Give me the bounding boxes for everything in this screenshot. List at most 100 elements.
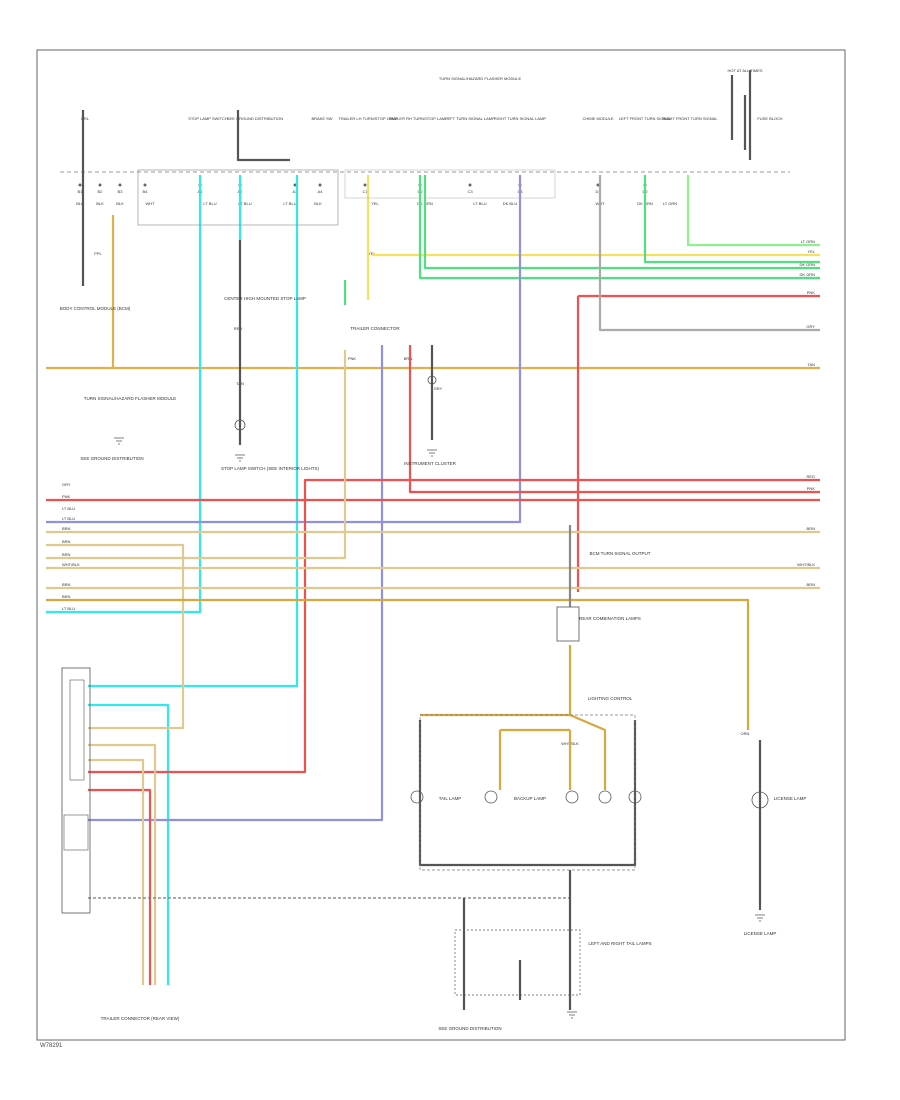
- left-edge-code: GRY: [62, 482, 71, 487]
- connector-pin: [98, 183, 102, 187]
- tail-lamp-bulb-3: [565, 790, 579, 804]
- wire-code: BLK: [76, 201, 84, 206]
- wire-code: PNK: [348, 356, 357, 361]
- left-edge-code: PNK: [62, 494, 71, 499]
- mid-component-label: REAR COMBINATION LAMPS: [579, 616, 641, 621]
- connector-pin: [318, 183, 322, 187]
- left-edge-code: BRN: [62, 594, 71, 599]
- left-edge-code: BRN: [62, 526, 71, 531]
- wire-code: GRY: [434, 386, 443, 391]
- ground-symbol-1: [114, 437, 124, 445]
- wire-code: LT BLU: [238, 201, 251, 206]
- wire-tan-2: [46, 543, 185, 730]
- wire-red-2: [408, 345, 820, 494]
- right-edge-code: YEL: [807, 249, 815, 254]
- left-edge-code: BRN: [62, 539, 71, 544]
- wire-cyan-1: [46, 175, 202, 614]
- top-connector-bracket: [137, 169, 339, 226]
- top-label: BRAKE SW: [311, 116, 332, 121]
- diagram-frame: [36, 49, 846, 1041]
- ground-symbol-5: [755, 914, 765, 922]
- mid-component-label: LICENSE LAMP: [774, 796, 807, 801]
- wire-ochre-3: [420, 713, 572, 790]
- left-connector-inner-2: [63, 814, 89, 851]
- lamp-group-box: [419, 714, 636, 871]
- wire-green-4: [643, 175, 820, 264]
- right-edge-code: RED: [807, 474, 816, 479]
- right-edge-code: GRY: [806, 324, 815, 329]
- wire-blue-1: [46, 175, 522, 524]
- connector-pin-label: C1: [362, 189, 368, 194]
- left-edge-code: LT BLU: [62, 506, 75, 511]
- frame-title: TURN SIGNAL/HAZARD FLASHER MODULE: [439, 76, 522, 81]
- right-edge-code: WHT/BLK: [797, 562, 815, 567]
- connector-pin-label: B4: [143, 189, 149, 194]
- mid-component-label: BCM TURN SIGNAL OUTPUT: [589, 551, 650, 556]
- left-edge-code: BRN: [62, 582, 71, 587]
- wire-black-6: [418, 720, 637, 867]
- connector-pin-label: A3: [293, 189, 299, 194]
- right-edge-code: TAN: [807, 362, 815, 367]
- wire-black-8: [730, 70, 752, 160]
- connector-pin-label: B3: [118, 189, 124, 194]
- wire-code: LT BLU: [203, 201, 216, 206]
- tail-lamp-bulb-5: [628, 790, 642, 804]
- top-label: DRL: [81, 116, 90, 121]
- left-edge-code: BRN: [62, 552, 71, 557]
- connector-pin: [78, 183, 82, 187]
- right-edge-code: BRN: [807, 526, 816, 531]
- wire-code: YEL: [371, 201, 379, 206]
- left-edge-code: LT BLU: [62, 606, 75, 611]
- right-edge-wire-codes: LT GRN YEL DK GRN DK GRN PNK GRY TAN RED PNK BRN W…: [797, 239, 816, 587]
- right-edge-code: BRN: [807, 582, 816, 587]
- connector-pin-label: B1: [78, 189, 84, 194]
- top-label: TRAILER RH TURN/STOP LAMP: [388, 116, 448, 121]
- ground-module-box: [454, 929, 581, 996]
- right-edge-code: DK GRN: [799, 262, 815, 267]
- right-edge-code: LT GRN: [801, 239, 815, 244]
- top-label: LEFT TURN SIGNAL LAMP: [445, 116, 495, 121]
- wire-code: YEL: [368, 251, 376, 256]
- wire-code: LT BLU: [473, 201, 486, 206]
- connector-pin: [293, 183, 297, 187]
- connector-pin-label: A4: [318, 189, 324, 194]
- wire-code: LT GRN: [663, 201, 677, 206]
- left-component-label: TURN SIGNAL/HAZARD FLASHER MODULE: [84, 396, 177, 401]
- wire-code: DK BLU: [503, 201, 518, 206]
- wire-green-3: [686, 175, 820, 247]
- diagram-id: W78291: [40, 1043, 63, 1049]
- left-component-label: SEE GROUND DISTRIBUTION: [80, 456, 143, 461]
- wire-code: BLK: [116, 201, 124, 206]
- top-label: TRAILER LH TURN/STOP LAMP: [338, 116, 397, 121]
- wire-code: PPL: [94, 251, 102, 256]
- wire-code: BLK: [96, 201, 104, 206]
- top-label: CHIME MODULE: [582, 116, 613, 121]
- wire-code: WHT: [145, 201, 155, 206]
- ground-symbol-3: [427, 449, 437, 457]
- fuse-module-box: [556, 606, 580, 642]
- right-edge-code: DK GRN: [799, 272, 815, 277]
- brake-switch-symbol: [427, 375, 437, 385]
- right-edge-code: PNK: [807, 290, 816, 295]
- mid-component-label: LIGHTING CONTROL: [588, 696, 633, 701]
- wire-green-1: [418, 175, 820, 280]
- center-component-label: INSTRUMENT CLUSTER: [404, 461, 456, 466]
- stop-switch-symbol: [234, 419, 246, 431]
- right-edge-code: PNK: [807, 486, 816, 491]
- component-labels: BODY CONTROL MODULE (BCM)TURN SIGNAL/HAZ…: [60, 296, 807, 1031]
- center-component-label: CENTER HIGH MOUNTED STOP LAMP: [224, 296, 306, 301]
- bottom-label: LICENSE LAMP: [744, 931, 777, 936]
- wire-cyan-4: [88, 703, 170, 985]
- connector-pin: [363, 183, 367, 187]
- connector-pin: [143, 183, 147, 187]
- wire-green-2: [423, 175, 820, 270]
- wire-ochre-4: [569, 713, 607, 790]
- left-connector-block: [61, 667, 91, 914]
- top-right-note: HOT AT ALL TIMES: [727, 68, 762, 73]
- wire-code: BLK: [314, 201, 322, 206]
- wire-code: LT BLU: [283, 201, 296, 206]
